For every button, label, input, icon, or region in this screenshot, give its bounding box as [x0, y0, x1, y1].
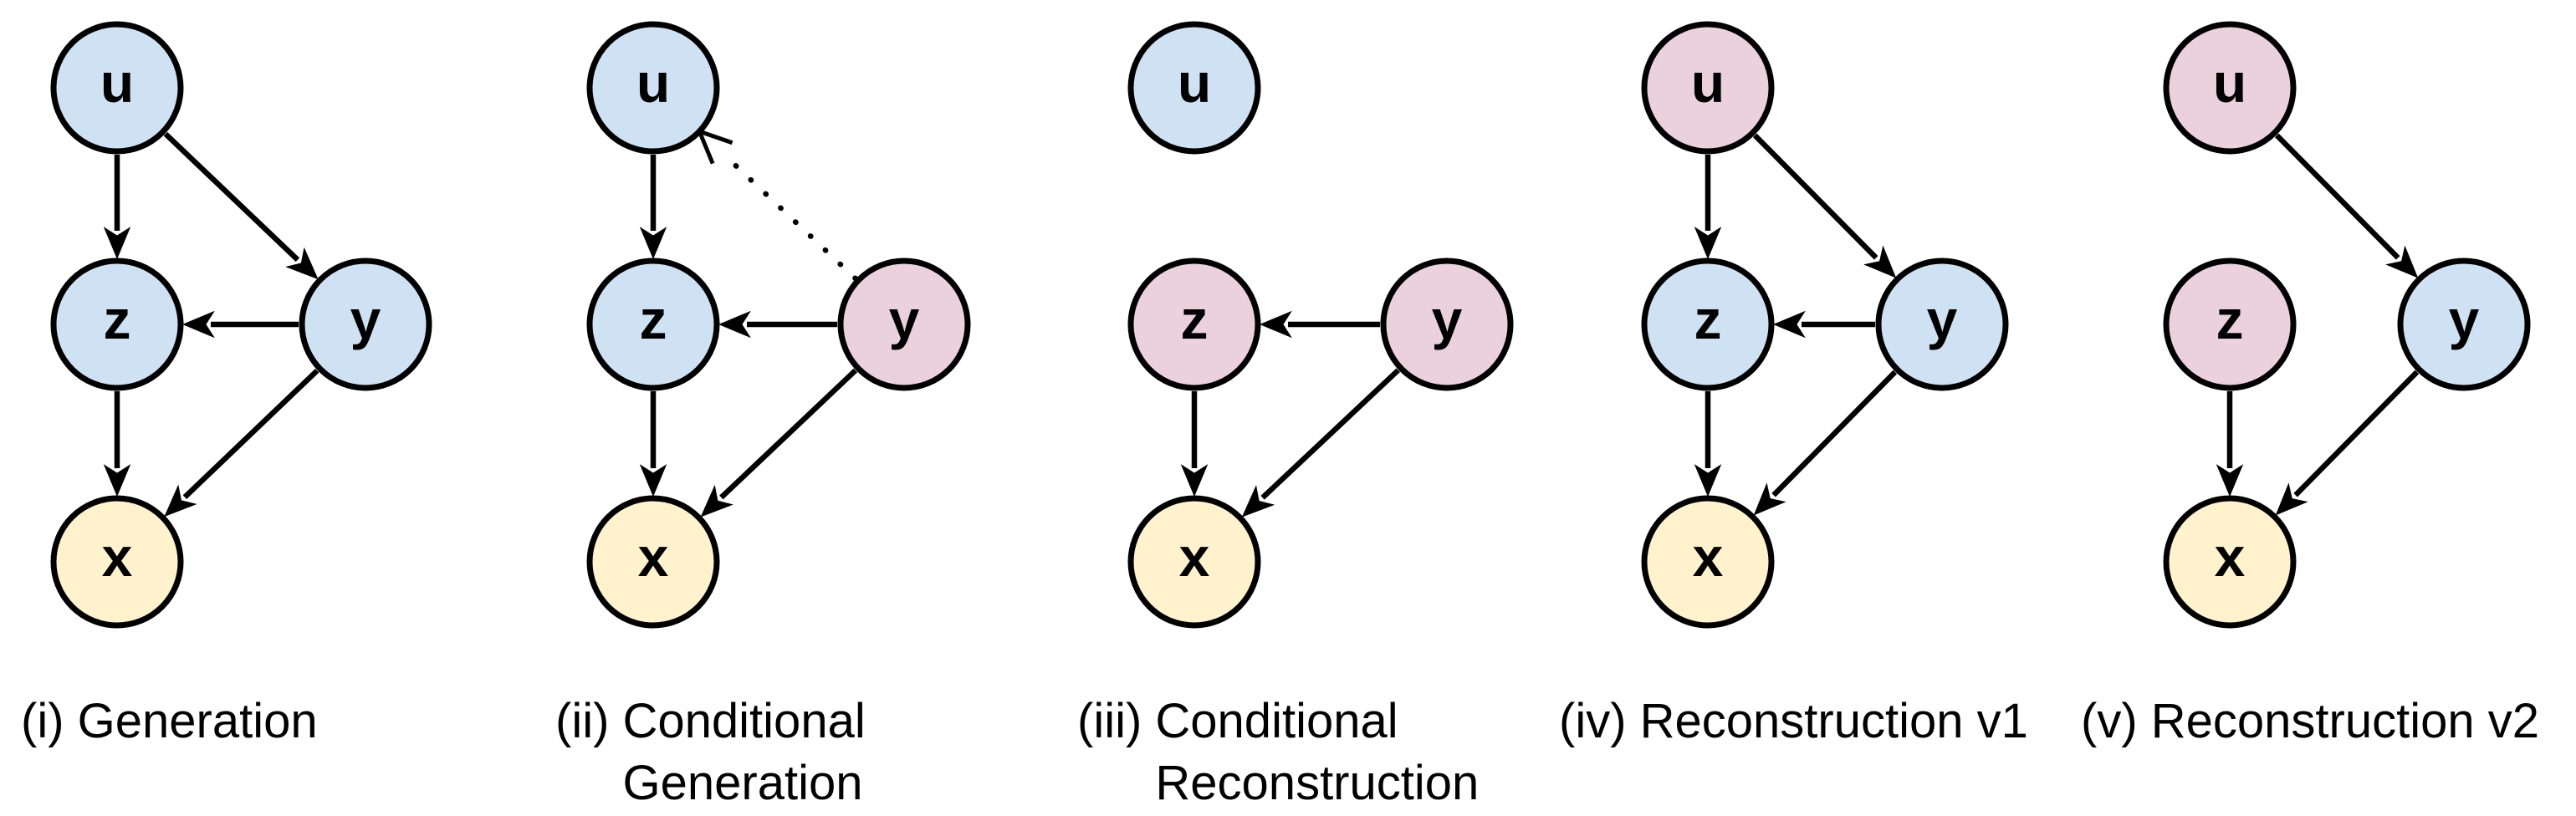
node-y-ii: y	[837, 258, 971, 391]
node-label-x: x	[1179, 526, 1210, 588]
edge-y-to-u-dotted	[721, 152, 859, 282]
node-y-iii: y	[1380, 258, 1514, 391]
diagram-v: u z y x	[2163, 21, 2531, 629]
caption-text: Reconstruction v1	[1639, 694, 2028, 748]
node-u-ii: u	[586, 21, 720, 155]
node-z-iv: z	[1641, 258, 1775, 391]
node-z-iii: z	[1127, 258, 1261, 391]
node-x-iv: x	[1641, 495, 1775, 629]
caption-conditional-reconstruction: (iii) Conditional Reconstruction	[1077, 691, 1479, 814]
caption-text: Reconstruction v2	[2150, 694, 2539, 748]
node-x-i: x	[50, 495, 184, 629]
node-circle-z	[2163, 258, 2297, 391]
edge-u-to-y	[163, 131, 319, 280]
caption-prefix: (iii)	[1077, 694, 1156, 748]
node-z-v: z	[2163, 258, 2297, 391]
node-label-y: y	[2449, 288, 2480, 350]
caption-reconstruction-v1: (iv) Reconstruction v1	[1559, 691, 2028, 752]
node-x-v: x	[2163, 495, 2297, 629]
edge-y-to-x	[1241, 368, 1400, 518]
diagram-iv: u z y x	[1641, 21, 2009, 629]
node-circle-x	[2163, 495, 2297, 629]
node-x-ii: x	[586, 495, 720, 629]
node-label-z: z	[640, 288, 667, 350]
node-label-u: u	[2213, 52, 2246, 114]
node-z-i: z	[50, 258, 184, 391]
node-circle-z	[1641, 258, 1775, 391]
node-circle-u	[50, 21, 184, 155]
node-circle-u	[1127, 21, 1261, 155]
node-y-iv: y	[1875, 258, 2009, 391]
node-label-x: x	[1693, 526, 1724, 588]
edge-y-to-x	[1753, 370, 1898, 516]
node-circle-y	[1875, 258, 2009, 391]
node-label-x: x	[2215, 526, 2246, 588]
node-circle-y	[1380, 258, 1514, 391]
node-circle-u	[2163, 21, 2297, 155]
node-label-y: y	[889, 288, 920, 350]
node-label-y: y	[350, 288, 381, 350]
node-label-x: x	[102, 526, 133, 588]
node-circle-x	[1127, 495, 1261, 629]
edge-u-to-y	[1752, 133, 1897, 278]
edge-y-to-x	[700, 368, 858, 518]
edge-y-to-x	[164, 368, 319, 518]
node-u-i: u	[50, 21, 184, 155]
caption-prefix: (v)	[2081, 694, 2151, 748]
node-x-iii: x	[1127, 495, 1261, 629]
caption-text: Generation	[77, 694, 318, 748]
diagram-iii: u z y x	[1127, 21, 1514, 629]
node-u-v: u	[2163, 21, 2297, 155]
node-circle-z	[586, 258, 720, 391]
diagram-ii: u z y x	[586, 21, 971, 629]
node-circle-u	[1641, 21, 1775, 155]
node-label-z: z	[2216, 288, 2244, 350]
node-label-u: u	[100, 52, 134, 114]
edge-y-to-x	[2275, 370, 2420, 516]
node-label-u: u	[1178, 52, 1211, 114]
caption-text: Conditional Reconstruction	[1155, 694, 1480, 810]
node-y-i: y	[299, 258, 432, 391]
node-label-z: z	[1181, 288, 1209, 350]
node-circle-x	[50, 495, 184, 629]
caption-prefix: (ii)	[555, 694, 623, 748]
node-circle-x	[1641, 495, 1775, 629]
node-circle-u	[586, 21, 720, 155]
caption-prefix: (iv)	[1559, 694, 1640, 748]
node-label-u: u	[1691, 52, 1725, 114]
caption-generation: (i) Generation	[21, 691, 318, 752]
node-label-y: y	[1432, 288, 1463, 350]
node-label-y: y	[1927, 288, 1958, 350]
node-label-z: z	[1694, 288, 1722, 350]
node-circle-y	[2397, 258, 2531, 391]
diagram-i: u z y x	[50, 21, 432, 629]
node-u-iii: u	[1127, 21, 1261, 155]
caption-conditional-generation: (ii) Conditional Generation	[555, 691, 866, 814]
node-label-u: u	[636, 52, 670, 114]
node-circle-z	[50, 258, 184, 391]
caption-prefix: (i)	[21, 694, 78, 748]
node-circle-y	[837, 258, 971, 391]
node-label-x: x	[638, 526, 669, 588]
edge-u-to-y	[2274, 133, 2419, 278]
node-u-iv: u	[1641, 21, 1775, 155]
node-y-v: y	[2397, 258, 2531, 391]
node-circle-x	[586, 495, 720, 629]
node-label-z: z	[104, 288, 131, 350]
caption-reconstruction-v2: (v) Reconstruction v2	[2081, 691, 2539, 752]
node-z-ii: z	[586, 258, 720, 391]
node-circle-z	[1127, 258, 1261, 391]
graph-root: u z y x u z y x u z y x u z y x u z y x	[50, 21, 2531, 629]
node-circle-y	[299, 258, 432, 391]
caption-text: Conditional Generation	[622, 694, 866, 810]
